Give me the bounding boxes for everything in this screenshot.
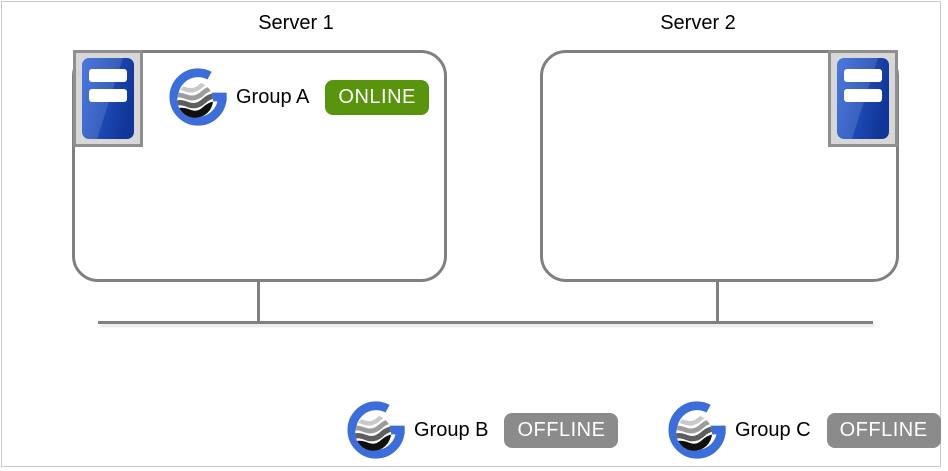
availability-group-icon [668,399,730,461]
availability-group-icon [347,399,409,461]
group-a-row: Group A ONLINE [169,66,429,128]
group-a-name: Group A [236,85,310,108]
group-b-row: Group B OFFLINE [347,399,619,461]
group-c-name: Group C [735,418,811,441]
server2-connector-line [716,281,719,323]
group-a-status-badge: ONLINE [325,79,429,115]
group-b-name: Group B [414,418,489,441]
server2-title: Server 2 [660,12,736,34]
group-c-status-badge: OFFLINE [826,412,941,448]
server-icon [73,50,143,147]
network-line [98,321,873,324]
group-b-status-badge: OFFLINE [504,412,619,448]
group-c-row: Group C OFFLINE [668,399,941,461]
server-icon [828,50,898,147]
availability-group-icon [169,66,231,128]
server1-connector-line [257,281,260,323]
server1-title: Server 1 [258,12,334,34]
